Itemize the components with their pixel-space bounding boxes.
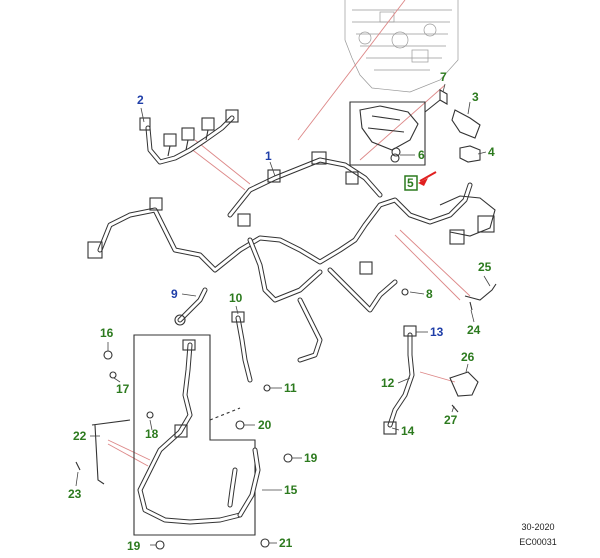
engine-block-sketch	[344, 0, 459, 93]
part-label-19-bottom: 19	[127, 539, 141, 553]
sub-assembly-box	[349, 99, 441, 166]
part-label-4: 4	[488, 145, 495, 159]
bracket-parts-24-25	[464, 283, 497, 311]
part-label-11: 11	[284, 381, 297, 395]
part-label-20: 20	[258, 418, 272, 432]
part-label-19-right: 19	[304, 451, 318, 465]
part-label-26: 26	[461, 350, 475, 364]
highlight-marker	[404, 171, 437, 191]
part-label-3: 3	[472, 90, 479, 104]
part-label-15: 15	[284, 483, 298, 497]
label-leader-lines	[75, 83, 491, 546]
main-harness-part-1	[87, 151, 496, 363]
part-label-9: 9	[171, 287, 178, 301]
bracket-parts-22-23	[75, 419, 131, 485]
illustration-code: EC00031	[519, 537, 557, 547]
part-label-2: 2	[137, 93, 144, 107]
part-label-14: 14	[401, 424, 415, 438]
part-label-18: 18	[145, 427, 159, 441]
part-label-17: 17	[116, 382, 130, 396]
part-label-6: 6	[418, 148, 425, 162]
sensor-harness-parts-12-14	[383, 325, 479, 435]
part-label-25: 25	[478, 260, 492, 274]
part-label-24: 24	[467, 323, 481, 337]
sensor-part-9	[174, 287, 208, 326]
part-label-12: 12	[381, 376, 395, 390]
part-label-23: 23	[68, 487, 82, 501]
part-labels: 1 2 3 4 5 6 7 8 9 10 11 12 13 14 15 16 1…	[68, 70, 495, 553]
part-label-7: 7	[440, 70, 447, 84]
part-label-1: 1	[265, 149, 272, 163]
part-label-21: 21	[279, 536, 293, 550]
lower-harness-assembly-box	[133, 334, 261, 536]
sensor-part-10	[231, 311, 253, 383]
injector-harness-part-2	[139, 109, 239, 165]
part-label-8: 8	[426, 287, 433, 301]
part-label-10: 10	[229, 291, 243, 305]
part-label-5: 5	[407, 176, 414, 190]
assembly-lines	[107, 0, 471, 467]
part-label-16: 16	[100, 326, 114, 340]
date-code: 30-2020	[521, 522, 554, 532]
connector-parts-3-4-7	[439, 89, 481, 163]
part-label-13: 13	[430, 325, 444, 339]
part-label-22: 22	[73, 429, 87, 443]
part-label-27: 27	[444, 413, 458, 427]
